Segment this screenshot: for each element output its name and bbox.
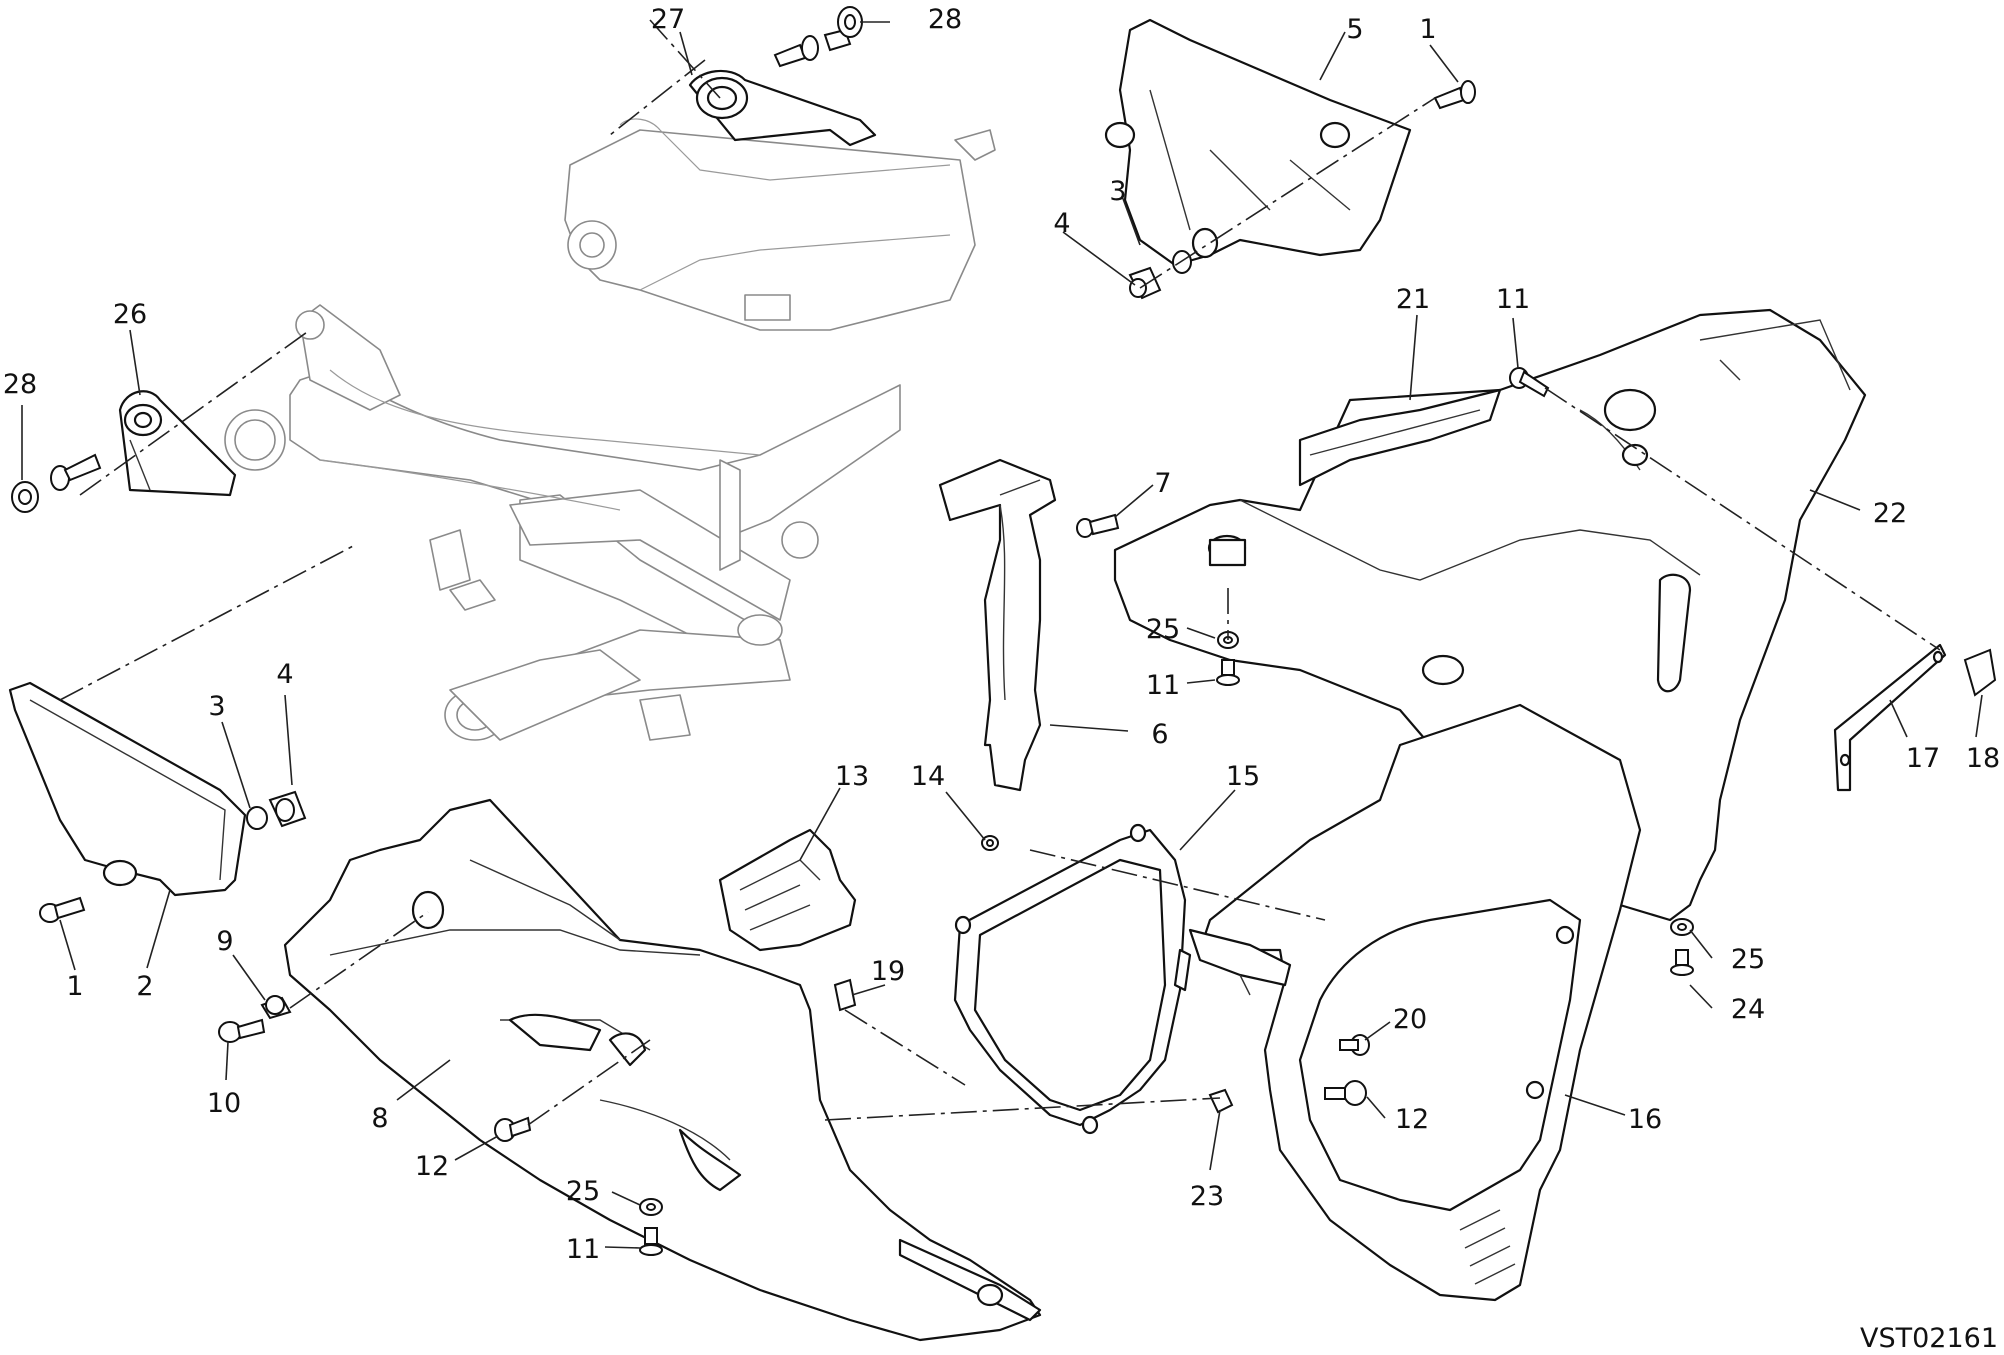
- callout-28-left: 28: [3, 369, 37, 400]
- part-17-bracket: [1833, 643, 1947, 792]
- callout-24: 24: [1731, 994, 1765, 1025]
- callout-26: 26: [113, 299, 147, 330]
- callout-11-bottom: 11: [566, 1234, 600, 1265]
- part-15-panel: [953, 823, 1192, 1135]
- callout-1-left: 1: [66, 971, 83, 1002]
- part-1-screw-top: [1433, 80, 1476, 110]
- callout-20: 20: [1393, 1004, 1427, 1035]
- callout-27: 27: [651, 4, 685, 35]
- part-2-side-cover: [8, 681, 247, 897]
- callout-10: 10: [207, 1088, 241, 1119]
- callout-12-left: 12: [415, 1151, 449, 1182]
- part-9-10-fasteners-left: [218, 995, 292, 1043]
- part-28-screw-washer-top: [773, 6, 863, 68]
- callout-4-top: 4: [1053, 208, 1070, 239]
- part-1-screw-left: [39, 896, 86, 923]
- callout-labels: 27 28 5 1 3 4 26 28 21 11 22 7 25 11 6 3…: [3, 4, 2000, 1265]
- part-12-screw-left: [494, 1116, 532, 1142]
- part-5-upper-cover: [1104, 18, 1412, 267]
- part-27-bracket: [688, 69, 877, 147]
- part-14-washer: [981, 835, 999, 851]
- callout-25-bottom: 25: [566, 1176, 600, 1207]
- callout-21: 21: [1396, 284, 1430, 315]
- callout-18: 18: [1966, 743, 2000, 774]
- part-21-inner-panel: [1298, 388, 1502, 487]
- callout-11-upper: 11: [1496, 284, 1530, 315]
- part-28-screw-washer-left: [11, 453, 102, 513]
- callout-3-left: 3: [208, 691, 225, 722]
- callout-6: 6: [1151, 719, 1168, 750]
- part-23-clip: [1208, 1088, 1234, 1114]
- part-26-bracket: [118, 390, 237, 497]
- callout-25-mid: 25: [1146, 614, 1180, 645]
- callout-15: 15: [1226, 761, 1260, 792]
- part-11-screw-upper: [1509, 367, 1550, 398]
- callout-25-right: 25: [1731, 944, 1765, 975]
- drawing-reference-code: VST02161: [1860, 1323, 1998, 1354]
- callout-9: 9: [216, 926, 233, 957]
- part-3-4-spacers-left: [246, 790, 307, 830]
- callout-4-left: 4: [276, 659, 293, 690]
- assembly-centerlines: [59, 19, 1941, 1126]
- part-8-belly-fairing: [283, 798, 1042, 1342]
- part-13-bracket: [718, 828, 857, 952]
- part-6-duct: [938, 458, 1057, 792]
- callout-2: 2: [136, 971, 153, 1002]
- callout-12-right: 12: [1395, 1104, 1429, 1135]
- callout-7: 7: [1154, 468, 1171, 499]
- callout-17: 17: [1906, 743, 1940, 774]
- callout-23: 23: [1190, 1181, 1224, 1212]
- part-7-screw: [1076, 513, 1120, 538]
- frame-ghost-outline: [224, 118, 996, 741]
- part-22-side-fairing: [1113, 308, 1867, 922]
- callout-8: 8: [371, 1103, 388, 1134]
- callout-3-top: 3: [1109, 176, 1126, 207]
- part-25-11-fasteners-bottom: [639, 1198, 663, 1256]
- part-19-clip: [833, 978, 857, 1012]
- part-12-screw-right: [1324, 1080, 1367, 1106]
- part-25-24-fasteners-right: [1670, 918, 1694, 976]
- callout-16: 16: [1628, 1104, 1662, 1135]
- callout-22: 22: [1873, 498, 1907, 529]
- callout-19: 19: [871, 956, 905, 987]
- callout-1-top: 1: [1419, 14, 1436, 45]
- part-16-fairing: [1188, 703, 1642, 1302]
- callout-28-top: 28: [928, 4, 962, 35]
- part-20-screw: [1339, 1034, 1370, 1056]
- callout-14: 14: [911, 761, 945, 792]
- part-18-clip: [1963, 648, 1997, 697]
- callout-5: 5: [1346, 14, 1363, 45]
- callout-leader-lines: [21, 21, 1983, 1249]
- callout-13: 13: [835, 761, 869, 792]
- part-3-4-spacers-top: [1128, 250, 1192, 300]
- callout-11-mid: 11: [1146, 670, 1180, 701]
